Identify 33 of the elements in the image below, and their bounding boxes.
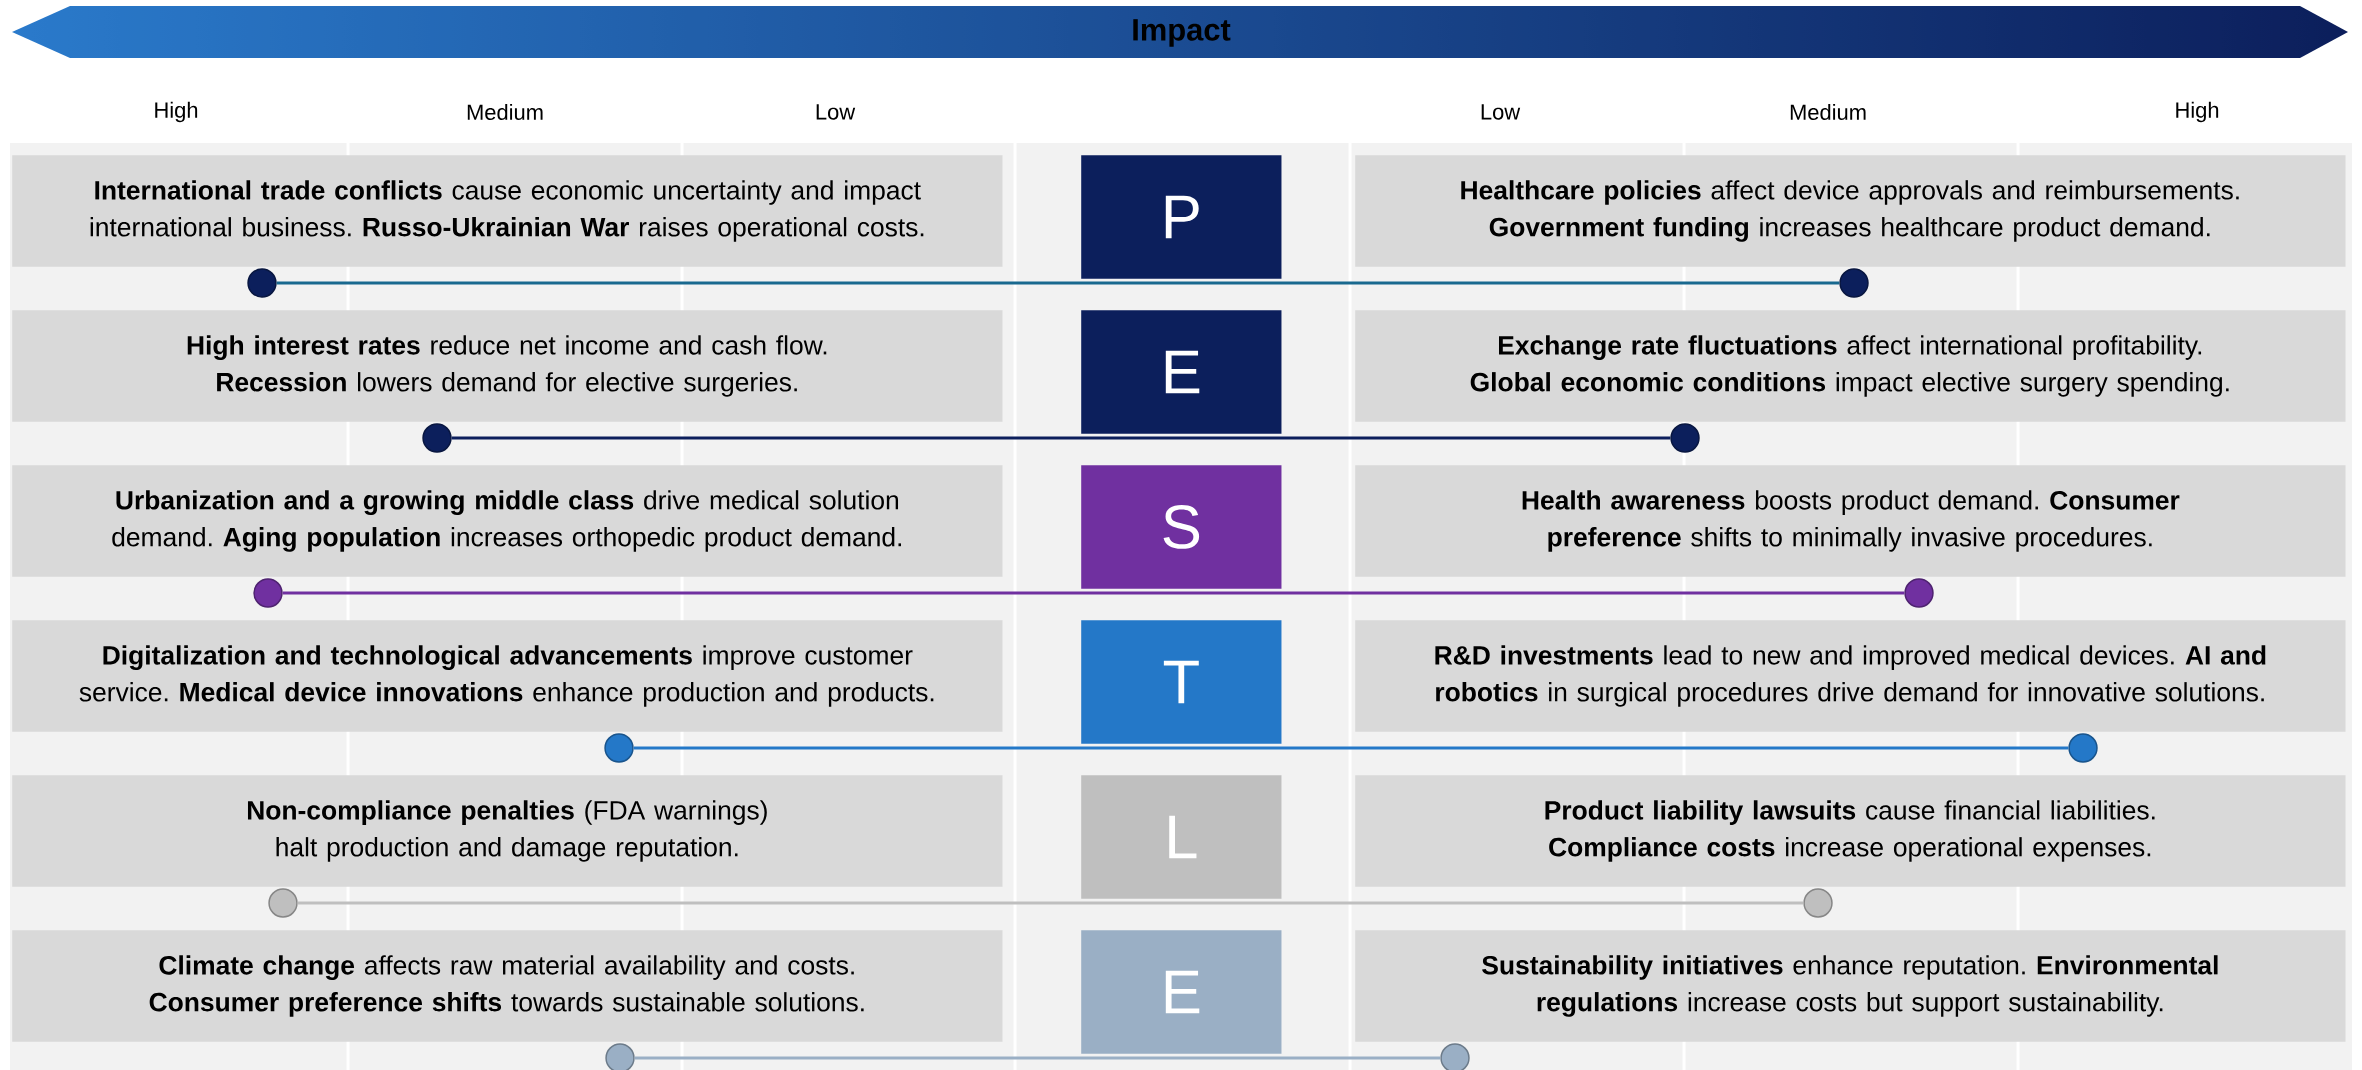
scale-label: High: [155, 101, 198, 123]
connector-line: [451, 436, 1671, 440]
connector-line: [276, 281, 1840, 285]
letter-box: L: [1081, 775, 1282, 899]
factor-box: Digitalization and technological advancements improve customer service. Medical device innovations enhance production and products.: [12, 620, 1003, 732]
factor-box: Climate change affects raw material availability and costs. Consumer preference shifts towards sustainable solutions.: [12, 930, 1003, 1042]
marker-dot: [1440, 1043, 1470, 1070]
letter-box: T: [1081, 620, 1282, 744]
connector-line: [634, 1056, 1441, 1060]
scale-label: Medium: [1790, 103, 1866, 121]
factor-box: Sustainability initiatives enhance reputation. Environmental regulations increase costs but support sustainability.: [1355, 930, 2346, 1042]
scale-label: Low: [1481, 104, 1521, 120]
factor-box: High interest rates reduce net income and cash flow. Recession lowers demand for elective surgeries.: [12, 310, 1003, 422]
letter-box: S: [1081, 465, 1282, 589]
connector-line: [282, 591, 1905, 595]
scale-label: High: [2176, 101, 2219, 123]
factor-box: International trade conflicts cause economic uncertainty and impact international business. Russo-Ukrainian War raises operational costs.: [12, 155, 1003, 267]
marker-dot: [605, 1043, 635, 1070]
arrow-label: Impact: [1133, 19, 1231, 47]
factor-box: Health awareness boosts product demand. Consumer preference shifts to minimally invasive procedures.: [1355, 465, 2346, 577]
connector-line: [633, 746, 2069, 750]
factor-box: Non-compliance penalties (FDA warnings) halt production and damage reputation.: [12, 775, 1003, 887]
connector-line: [297, 901, 1804, 905]
factor-box: Urbanization and a growing middle class drive medical solution demand. Aging population increases orthopedic product demand.: [12, 465, 1003, 577]
factor-box: R&D investments lead to new and improved medical devices. AI and robotics in surgical procedures drive demand for innovative solutions.: [1355, 620, 2346, 732]
factor-box: Exchange rate fluctuations affect international profitability. Global economic conditions impact elective surgery spending.: [1355, 310, 2346, 422]
letter-box: P: [1081, 155, 1282, 279]
factor-box: Product liability lawsuits cause financial liabilities. Compliance costs increase operational expenses.: [1355, 775, 2346, 887]
scale-label: Low: [816, 104, 856, 120]
factor-box: Healthcare policies affect device approvals and reimbursements. Government funding increases healthcare product demand.: [1355, 155, 2346, 267]
scale-label: Medium: [467, 103, 543, 121]
letter-box: E: [1081, 930, 1282, 1054]
letter-box: E: [1081, 310, 1282, 434]
